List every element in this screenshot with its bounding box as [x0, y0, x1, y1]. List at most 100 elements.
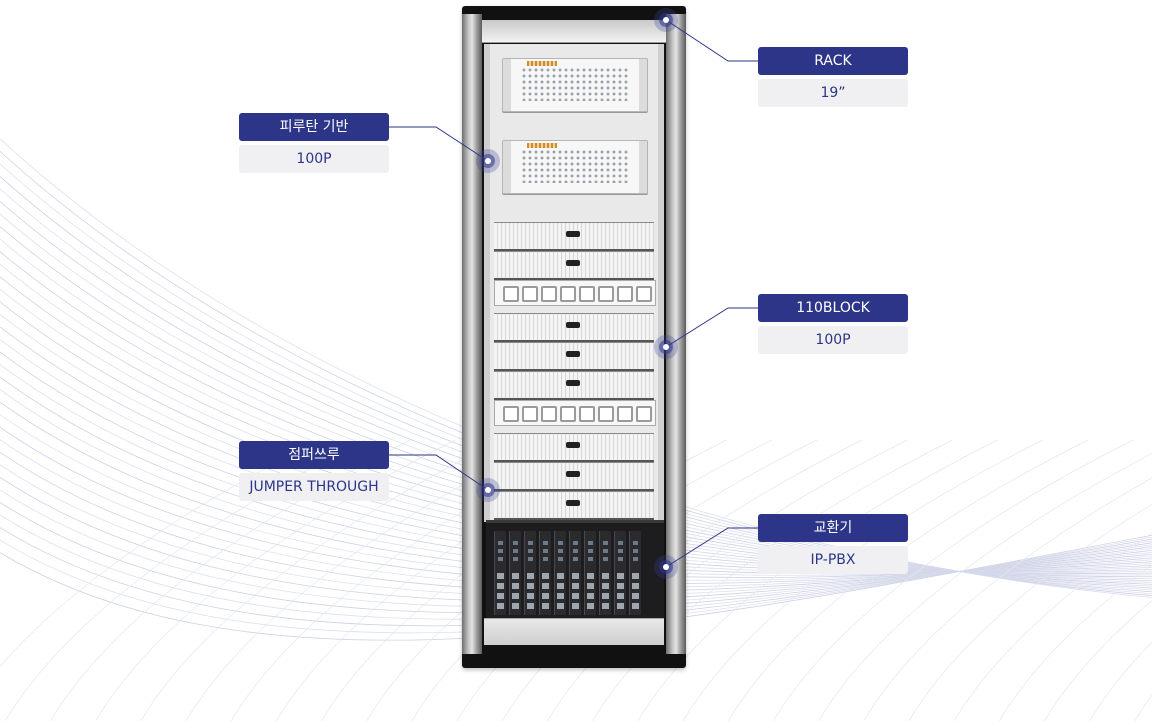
pbx-port [617, 593, 624, 599]
pbx-led [633, 557, 638, 561]
callout-rack-spec: 19” [758, 79, 908, 107]
wave-line [773, 439, 1134, 721]
pbx-port [542, 593, 549, 599]
hotspot-ip-pbx[interactable] [654, 555, 678, 579]
pbx-port [617, 583, 624, 589]
pbx-card [539, 531, 551, 615]
callout-krone-title: 피루탄 기반 [239, 113, 389, 141]
pbx-led [618, 541, 623, 545]
pbx-port [527, 593, 534, 599]
callout-110block-title: 110BLOCK [758, 294, 908, 322]
hotspot-rack[interactable] [654, 8, 678, 32]
pbx-led [498, 557, 503, 561]
pbx-port [617, 573, 624, 579]
mount-post-left [484, 44, 490, 522]
pbx-card [614, 531, 626, 615]
mount-post-right [658, 44, 664, 522]
pbx-port [557, 583, 564, 589]
110-block-row [494, 342, 654, 371]
wave-line [998, 564, 1152, 721]
pbx-port [602, 603, 609, 609]
rack-left-rail [462, 14, 482, 654]
hotspot-110block[interactable] [654, 335, 678, 359]
pbx-led [573, 557, 578, 561]
hotspot-jumper-through[interactable] [476, 478, 500, 502]
pbx-led [588, 549, 593, 553]
pbx-port [572, 603, 579, 609]
pbx-port [632, 583, 639, 589]
pbx-led [543, 541, 548, 545]
pbx-port [512, 573, 519, 579]
pbx-card [554, 531, 566, 615]
pbx-port [632, 603, 639, 609]
wave-line [818, 453, 1152, 721]
pbx-led [543, 549, 548, 553]
jumper-ring [598, 406, 614, 422]
pbx-card [524, 531, 536, 615]
pbx-port [497, 593, 504, 599]
pbx-card [509, 531, 521, 615]
wave-line [547, 439, 908, 721]
pbx-port [527, 603, 534, 609]
jumper-through-panel [494, 400, 656, 426]
pbx-port [602, 573, 609, 579]
jumper-ring [541, 286, 557, 302]
wave-line [592, 439, 953, 721]
pbx-led [513, 541, 518, 545]
pbx-port [527, 583, 534, 589]
rack-mounting-area [484, 44, 664, 546]
pbx-port [512, 583, 519, 589]
wave-line [1044, 600, 1152, 721]
pbx-port [617, 603, 624, 609]
pbx-card [569, 531, 581, 615]
krone-wire-tag [527, 61, 557, 66]
jumper-ring [503, 406, 519, 422]
jumper-ring [560, 286, 576, 302]
pbx-led [558, 557, 563, 561]
callout-pbx: 교환기 IP-PBX [758, 514, 908, 574]
pbx-port [497, 603, 504, 609]
jumper-through-panel [494, 280, 656, 306]
pbx-port [632, 593, 639, 599]
pbx-port [587, 573, 594, 579]
pbx-led [588, 541, 593, 545]
pbx-led [618, 557, 623, 561]
callout-rack: RACK 19” [758, 47, 908, 107]
rack-top-panel [482, 20, 666, 43]
pbx-led [513, 557, 518, 561]
pbx-port [557, 593, 564, 599]
pbx-led [558, 541, 563, 545]
callout-rack-title: RACK [758, 47, 908, 75]
jumper-ring [636, 286, 652, 302]
110-block-row [494, 433, 654, 462]
hotspot-krone[interactable] [476, 149, 500, 173]
wave-line [863, 477, 1152, 721]
pbx-card [599, 531, 611, 615]
pbx-led [633, 541, 638, 545]
pbx-led [513, 549, 518, 553]
jumper-ring [617, 406, 633, 422]
pbx-port [542, 573, 549, 579]
110-block-row [494, 462, 654, 491]
callout-krone-spec: 100P [239, 145, 389, 173]
jumper-ring [522, 406, 538, 422]
jumper-ring [541, 406, 557, 422]
krone-edge [503, 59, 511, 111]
pbx-led [573, 549, 578, 553]
pbx-port [527, 573, 534, 579]
pbx-port [587, 603, 594, 609]
krone-wire-tag [527, 143, 557, 148]
pbx-led [528, 541, 533, 545]
pbx-port [587, 583, 594, 589]
pbx-port [632, 573, 639, 579]
110-block-row [494, 371, 654, 400]
krone-edge [503, 141, 511, 193]
pbx-port [497, 573, 504, 579]
pbx-led [603, 549, 608, 553]
pbx-led [498, 541, 503, 545]
110-block-row [494, 313, 654, 342]
pbx-port [572, 573, 579, 579]
pbx-led [588, 557, 593, 561]
wave-line [1089, 641, 1152, 721]
pbx-port [542, 603, 549, 609]
